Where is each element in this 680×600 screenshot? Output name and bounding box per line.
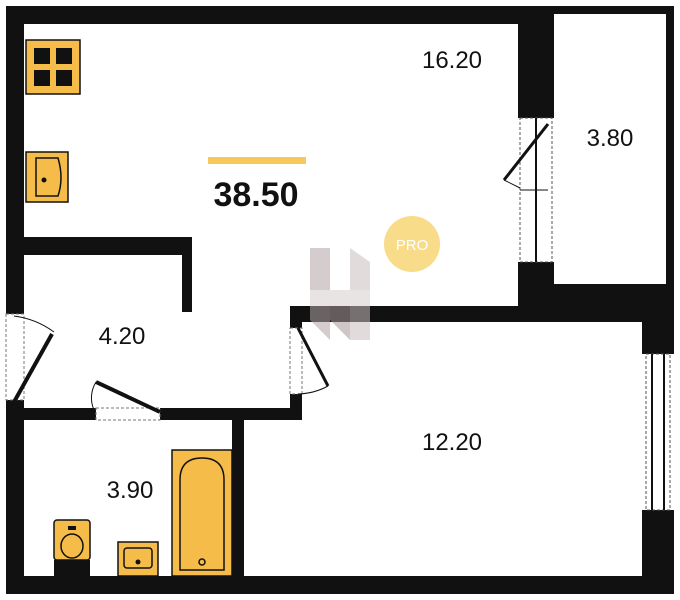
wall-balcony-inner (518, 6, 554, 118)
wall-bottom (40, 576, 674, 594)
wall-bedroom-left (232, 408, 244, 578)
wall-top (6, 6, 550, 24)
room-area-balcony: 3.80 (587, 125, 634, 152)
wall-right-bottom (642, 510, 674, 594)
pro-badge-label: PRO (396, 237, 429, 254)
wall-left-lower (6, 400, 24, 560)
room-area-hallway: 4.20 (99, 323, 146, 350)
room-area-main-room: 16.20 (422, 47, 482, 74)
wall-top-balcony (550, 6, 674, 14)
bath-door-gap (95, 407, 161, 421)
wall-hall-bottom-right (160, 408, 300, 420)
entry-door-swing (13, 315, 55, 333)
total-area: 38.50 (213, 176, 298, 214)
bath-door-leaf (95, 380, 161, 414)
wall-left-upper (6, 6, 24, 314)
wall-hall-door-jamb-top (290, 306, 302, 328)
bathroom-fixtures (53, 449, 233, 577)
window-bedroom (645, 353, 671, 511)
bedroom-door-swing (297, 385, 329, 395)
toilet-icon (53, 519, 91, 576)
kitchen-sink-icon (25, 151, 69, 203)
wall-hall-bottom-left (24, 408, 96, 420)
bath-door-swing (90, 381, 97, 411)
wall-bottom-step (6, 576, 46, 594)
walls (6, 6, 674, 594)
watermark-logo (310, 248, 370, 340)
doors (5, 123, 550, 421)
pro-badge: PRO (384, 216, 440, 272)
bathroom-sink-icon (117, 541, 159, 577)
wall-hall-door-jamb-bottom (290, 394, 302, 420)
bathtub-icon (171, 449, 233, 577)
kitchen-fixtures (25, 39, 81, 203)
bedroom-door-gap (289, 327, 303, 395)
balcony-door-leaf (502, 123, 550, 181)
wall-right-balcony (666, 6, 674, 306)
wall-balcony-floor (518, 284, 674, 308)
total-area-accent-bar (208, 157, 306, 164)
room-area-bedroom: 12.20 (422, 429, 482, 456)
wall-hall-stub (182, 237, 192, 312)
wall-hall-top (24, 237, 192, 255)
room-area-bathroom: 3.90 (107, 477, 154, 504)
stove-icon (25, 39, 81, 95)
balcony-door-leaf-inner (503, 179, 521, 189)
wall-room-divider (290, 306, 650, 322)
bedroom-door-leaf (296, 327, 330, 387)
entry-door-leaf (12, 333, 54, 403)
